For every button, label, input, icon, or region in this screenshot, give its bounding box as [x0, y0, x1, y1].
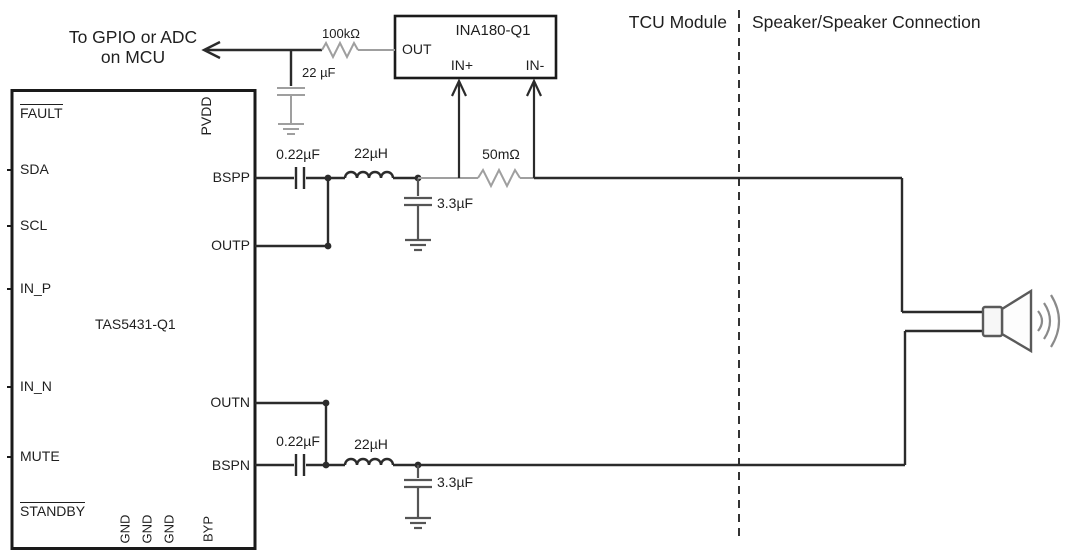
tas5431-part-name: TAS5431-Q1 [95, 316, 176, 332]
capacitor-022uf-bottom-symbol [294, 454, 306, 476]
tas5431-pin-byp: BYP [200, 515, 216, 543]
speaker-icon [981, 288, 1061, 354]
tas5431-left-pin-stubs [7, 169, 12, 458]
capacitor-022uf-top-symbol [294, 167, 306, 189]
region-label-tcu: TCU Module [628, 12, 727, 32]
tas5431-pin-fault: FAULT [20, 104, 63, 121]
mcu-note: To GPIO or ADC on MCU [68, 27, 198, 67]
ina180-pin-in-plus: IN+ [450, 57, 474, 73]
tas5431-pin-pvdd: PVDD [198, 96, 215, 136]
arrow-icon [201, 40, 221, 60]
ground-icon [405, 516, 431, 530]
mcu-note-line2: on MCU [100, 46, 166, 67]
top-output-net [255, 78, 984, 314]
ina180-ic-outline [393, 14, 558, 80]
tas5431-pin-standby: STANDBY [20, 502, 86, 519]
capacitor-022uf-top-label: 0.22µF [276, 146, 320, 162]
tas5431-pin-scl: SCL [20, 217, 48, 233]
tas5431-pin-gnd-3: GND [161, 514, 177, 544]
capacitor-22uf-symbol [277, 87, 305, 124]
out-to-mcu-net [201, 40, 395, 135]
resistor-100k-symbol [321, 40, 359, 60]
tas5431-pin-in-n: IN_N [20, 378, 52, 394]
capacitor-33uf-top-symbol [404, 178, 432, 240]
ina180-pin-out: OUT [402, 41, 432, 57]
ground-icon [278, 123, 304, 135]
capacitor-33uf-top-label: 3.3µF [437, 195, 474, 211]
in-minus-sense-arrow [526, 78, 542, 178]
tas5431-pin-gnd-1: GND [117, 514, 133, 544]
ina180-pin-in-minus: IN- [525, 57, 545, 73]
bottom-output-net [255, 329, 984, 530]
mcu-note-line1: To GPIO or ADC [68, 27, 198, 47]
capacitor-022uf-bottom-label: 0.22µF [276, 433, 320, 449]
region-label-speaker: Speaker/Speaker Connection [752, 12, 981, 32]
ground-icon [405, 238, 431, 252]
resistor-50mohm-symbol [477, 167, 521, 189]
capacitor-33uf-bottom-symbol [404, 465, 432, 518]
inductor-22uh-top-label: 22µH [354, 145, 388, 161]
tas5431-pin-outn: OUTN [210, 394, 250, 410]
junction-dot [322, 461, 330, 469]
tas5431-pin-in-p: IN_P [20, 280, 52, 296]
capacitor-33uf-bottom-label: 3.3µF [437, 474, 474, 490]
inductor-22uh-top-symbol [343, 170, 395, 179]
ina180-part-name: INA180-Q1 [455, 22, 531, 39]
tas5431-pin-bspn: BSPN [211, 457, 250, 473]
in-plus-sense-arrow [451, 78, 467, 178]
tas5431-pin-sda: SDA [20, 161, 49, 177]
tas5431-pin-outp: OUTP [211, 237, 250, 253]
capacitor-22uf-label: 22 µF [302, 65, 336, 80]
inductor-22uh-bottom-label: 22µH [354, 436, 388, 452]
resistor-50mohm-label: 50mΩ [482, 146, 520, 162]
tas5431-ic-outline [10, 89, 257, 550]
resistor-100k-label: 100kΩ [322, 26, 360, 41]
tas5431-pin-mute: MUTE [20, 448, 60, 464]
tas5431-pin-gnd-2: GND [139, 514, 155, 544]
inductor-22uh-bottom-symbol [343, 457, 395, 466]
tas5431-pin-bspp: BSPP [212, 169, 250, 185]
